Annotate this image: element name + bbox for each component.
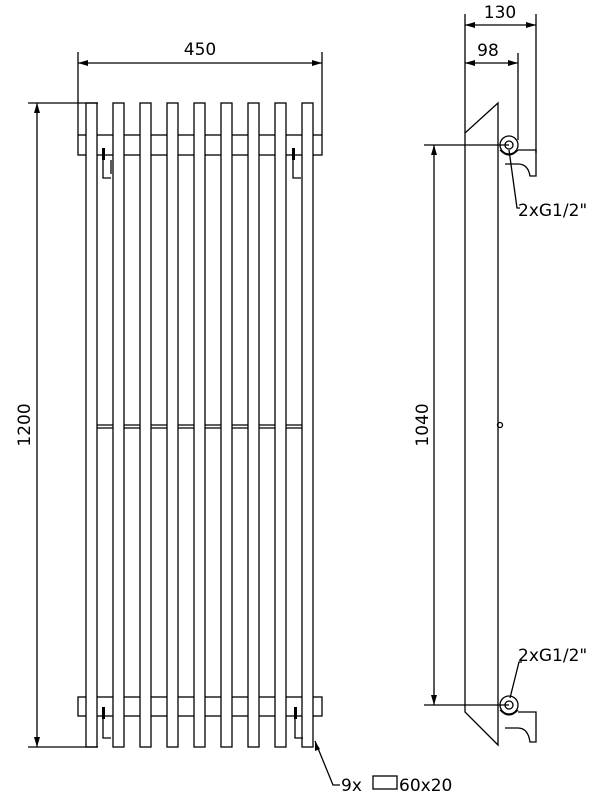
- radiator-tube: [301, 102, 314, 748]
- radiator-tube: [274, 102, 287, 748]
- connection-label-bottom: 2xG1/2": [518, 646, 587, 666]
- radiator-tube: [193, 102, 206, 748]
- depth-total-dimension: 130: [464, 3, 537, 153]
- radiator-tube: [247, 102, 260, 748]
- radiator-tube: [112, 102, 125, 748]
- radiator-tube: [166, 102, 179, 748]
- front-view: 450 1200 9x 60x20: [15, 40, 452, 796]
- tube-callout: 9x 60x20: [314, 740, 452, 796]
- connection-callout-bottom: 2xG1/2": [509, 646, 587, 699]
- bottom-connection: [499, 695, 537, 743]
- width-dimension: 450: [77, 40, 323, 135]
- connection-label-top: 2xG1/2": [518, 201, 587, 221]
- depth-total-label: 130: [484, 3, 516, 23]
- top-connection: [499, 135, 537, 177]
- connection-callout-top: 2xG1/2": [508, 149, 587, 221]
- height-dimension: 1200: [15, 102, 98, 748]
- radiator-tube: [220, 102, 233, 748]
- side-view: 130 98 1040 2xG1/2" 2xG1/2": [413, 3, 587, 747]
- wall-bracket-right: [292, 148, 303, 739]
- rect-profile-icon: [372, 775, 398, 790]
- radiator-tube: [85, 102, 98, 748]
- connection-spacing-dimension: 1040: [413, 144, 509, 706]
- tube-size-label: 60x20: [399, 776, 452, 796]
- depth-wall-dimension: 98: [465, 41, 519, 140]
- width-dim-label: 450: [184, 40, 216, 60]
- height-dim-label: 1200: [15, 403, 35, 446]
- depth-wall-label: 98: [477, 41, 499, 61]
- connection-spacing-label: 1040: [413, 403, 433, 446]
- wall-bracket-left: [102, 148, 112, 739]
- radiator-tube: [139, 102, 152, 748]
- radiator-side-profile: [464, 101, 499, 747]
- tube-count-label: 9x: [341, 776, 362, 796]
